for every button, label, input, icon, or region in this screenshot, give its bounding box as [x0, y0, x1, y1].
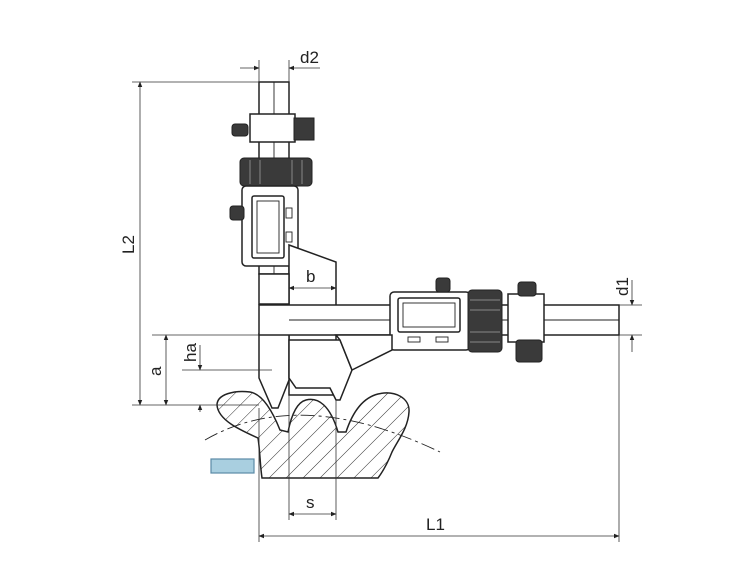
dimension-d1: d1	[613, 277, 642, 352]
dimension-b: b	[288, 267, 337, 291]
reference-marker	[210, 458, 255, 474]
label-s: s	[306, 493, 315, 512]
label-d1: d1	[613, 277, 632, 296]
dimension-a: a	[146, 334, 259, 406]
dimension-ha: ha	[181, 343, 272, 412]
dimension-l2: L2	[119, 81, 259, 406]
label-l2: L2	[119, 235, 138, 254]
dimension-l1: L1	[258, 335, 620, 542]
dimension-s: s	[288, 395, 337, 520]
label-d2: d2	[300, 48, 319, 67]
vertical-beam	[229, 81, 353, 409]
label-l1: L1	[426, 515, 445, 534]
horizontal-beam	[258, 277, 620, 372]
gear-section	[204, 390, 441, 479]
label-a: a	[146, 366, 165, 376]
dimension-d2: d2	[240, 48, 320, 82]
label-b: b	[306, 267, 315, 286]
label-ha: ha	[181, 343, 200, 362]
